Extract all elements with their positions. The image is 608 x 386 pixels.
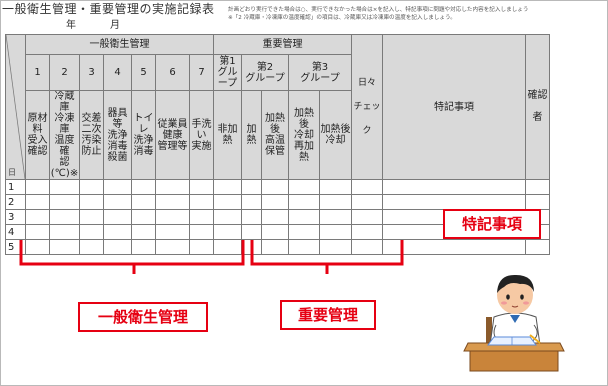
important-control-label: 重要管理 (280, 300, 376, 330)
general-item-label: 器具等洗浄消毒殺菌 (103, 90, 132, 180)
general-item-number: 3 (79, 54, 104, 91)
table-row: 1 (5, 179, 550, 195)
general-item-number: 4 (103, 54, 132, 91)
student-studying-icon (463, 274, 565, 372)
general-item-label: 従業員健康管理等 (155, 90, 190, 180)
year-label: 年 (66, 20, 76, 31)
general-hygiene-header: 一般衛生管理 (25, 34, 214, 55)
general-item-number: 1 (25, 54, 50, 91)
important-item-label: 加熱後高温保管 (261, 90, 289, 180)
general-hygiene-label: 一般衛生管理 (78, 302, 208, 332)
important-item-label: 加熱 (241, 90, 262, 180)
table-row: 2 (5, 194, 550, 210)
record-table: 日 一般衛生管理 重要管理 日々チェック 特記事項 確認者 1 2 3 4 5 … (5, 34, 550, 255)
general-item-label: 手洗い実施 (189, 90, 214, 180)
important-item-label: 加熱後冷却 (319, 90, 352, 180)
instruction-line-1: 計画どおり実行できた場合は○、実行できなかった場合は×を記入し、特記事項に問題や… (228, 7, 529, 13)
general-item-label: トイレ洗浄消毒 (131, 90, 156, 180)
row-day: 2 (5, 194, 26, 210)
general-item-number: 2 (49, 54, 80, 91)
row-day: 3 (5, 209, 26, 225)
day-label: 日 (8, 168, 16, 177)
general-item-label: 交差二次汚染防止 (79, 90, 104, 180)
special-notes-label: 特記事項 (443, 209, 541, 239)
general-item-number: 6 (155, 54, 190, 91)
table-row: 5 (5, 239, 550, 255)
month-label: 月 (110, 20, 120, 31)
confirmer-header: 確認者 (525, 34, 550, 180)
year-month-field: 年月 (38, 16, 120, 31)
important-item-label: 加熱後冷却再加熱 (288, 90, 320, 180)
special-notes-header: 特記事項 (382, 34, 526, 180)
important-control-header: 重要管理 (213, 34, 352, 55)
instruction-line-2: ※「2 冷蔵庫・冷凍庫の温度確認」の項目は、冷蔵庫又は冷凍庫の温度を記入しましょ… (228, 15, 456, 21)
daily-check-header: 日々チェック (351, 34, 383, 180)
row-day: 1 (5, 179, 26, 195)
general-item-number: 7 (189, 54, 214, 91)
general-hygiene-bracket (19, 240, 245, 274)
day-header: 日 (5, 34, 26, 180)
instruction-note: 計画どおり実行できた場合は○、実行できなかった場合は×を記入し、特記事項に問題や… (228, 6, 606, 22)
important-item-label: 非加熱 (213, 90, 242, 180)
general-item-label: 冷蔵庫冷凍庫温度確認(℃)※ (49, 90, 80, 180)
general-item-number: 5 (131, 54, 156, 91)
general-item-label: 原材料受入確認 (25, 90, 50, 180)
document-title: 一般衛生管理・重要管理の実施記録表 (2, 2, 215, 16)
important-control-bracket (250, 240, 404, 274)
